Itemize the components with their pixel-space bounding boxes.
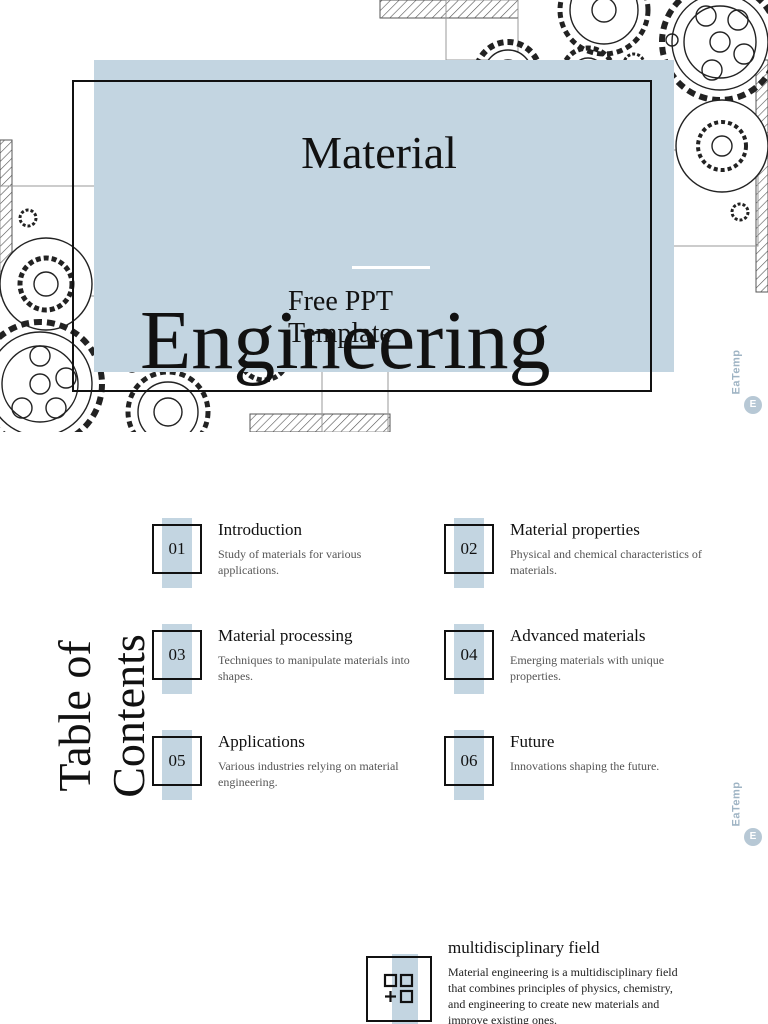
toc-item-4: 04 Advanced materials Emerging materials… [444,624,704,700]
toc-item-3: 03 Material processing Techniques to man… [152,624,412,700]
item-description: Techniques to manipulate materials into … [218,653,410,683]
toc-heading: Table of Contents [28,634,168,832]
number-accent [162,730,192,800]
title-frame [72,80,652,392]
item-number: 05 [152,736,202,786]
item-title: Material properties [510,520,640,539]
number-accent [454,624,484,694]
toc-slide: Table of Contents 01 Introduction Study … [0,432,768,864]
item-title: Advanced materials [510,626,646,645]
item-description: Innovations shaping the future. [510,759,660,773]
item-number: 06 [444,736,494,786]
item-description: Study of materials for various applicati… [218,547,362,577]
number-accent [454,730,484,800]
title-line-2: Engineering [140,294,551,387]
section-title: multidisciplinary field [448,938,600,957]
number-accent [162,624,192,694]
watermark: EaTemp E [730,336,762,426]
toc-item-6: 06 Future Innovations shaping the future… [444,730,704,806]
item-number: 02 [444,524,494,574]
section-icon-block [366,954,432,1024]
watermark-logo-icon: E [744,396,762,414]
item-title: Applications [218,732,305,751]
item-title: Material processing [218,626,353,645]
title-panel [94,60,674,372]
watermark-text: EaTemp [730,349,743,395]
item-number: 03 [152,630,202,680]
shapes-plus-icon [383,973,414,1004]
toc-item-1: 01 Introduction Study of materials for v… [152,518,412,594]
section-body: Material engineering is a multidisciplin… [448,965,678,1024]
number-accent [162,518,192,588]
section-slide: multidisciplinary field Material enginee… [0,864,768,1024]
item-title: Future [510,732,555,751]
title-line-1: Material [301,127,457,178]
icon-frame [366,956,432,1022]
subtitle: Free PPT Template [288,286,393,349]
number-accent [454,518,484,588]
watermark-text: EaTemp [730,781,743,827]
icon-accent [392,954,418,1024]
watermark: EaTemp E [730,768,762,858]
item-title: Introduction [218,520,303,539]
cover-slide: Material Free PPT Template Engineering E… [0,0,768,432]
item-description: Emerging materials with unique propertie… [510,653,665,683]
toc-heading-text: Table of Contents [49,634,154,798]
item-number: 04 [444,630,494,680]
item-number: 01 [152,524,202,574]
item-description: Physical and chemical characteristics of… [510,547,702,577]
item-description: Various industries relying on material e… [218,759,399,789]
title-divider [352,266,430,269]
toc-item-2: 02 Material properties Physical and chem… [444,518,704,594]
watermark-logo-icon: E [744,828,762,846]
toc-item-5: 05 Applications Various industries relyi… [152,730,412,806]
